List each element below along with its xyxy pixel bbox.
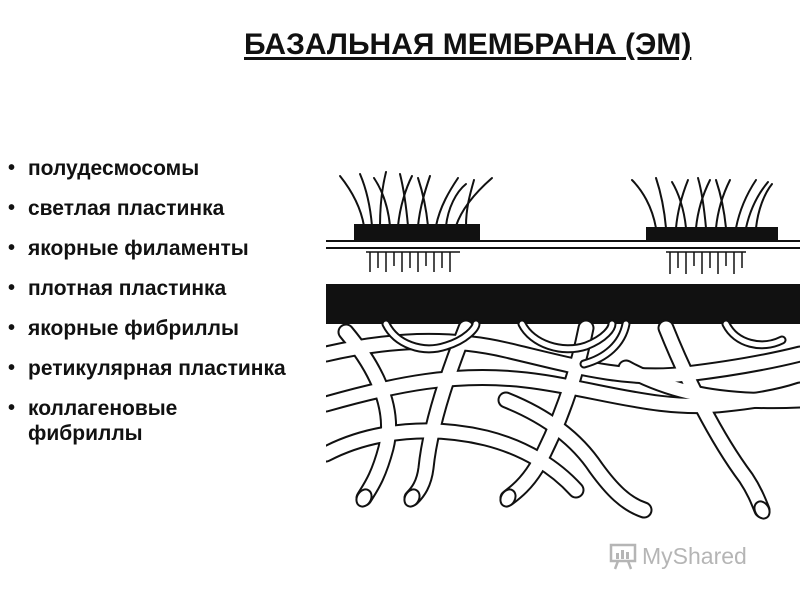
hemidesmosome-left bbox=[339, 171, 493, 272]
basement-membrane-diagram bbox=[326, 168, 800, 540]
bullet-icon: • bbox=[8, 277, 16, 299]
legend-item-hemidesmosomes: • полудесмосомы bbox=[6, 156, 346, 181]
bullet-icon: • bbox=[8, 317, 16, 339]
legend-item-lamina-lucida: • светлая пластинка bbox=[6, 196, 346, 221]
legend-label: якорные фибриллы bbox=[28, 317, 239, 340]
slide-title: БАЗАЛЬНАЯ МЕМБРАНА (ЭМ) bbox=[244, 28, 692, 61]
bullet-icon: • bbox=[8, 197, 16, 219]
anchoring-fibrils bbox=[381, 319, 787, 369]
collagen-fibrils bbox=[326, 319, 800, 519]
bullet-icon: • bbox=[8, 357, 16, 379]
legend-item-anchoring-fibrils: • якорные фибриллы bbox=[6, 316, 346, 341]
presentation-board-icon bbox=[609, 543, 637, 570]
legend-label: полудесмосомы bbox=[28, 157, 200, 180]
legend-item-anchoring-filaments: • якорные филаменты bbox=[6, 236, 346, 261]
lamina-densa-band bbox=[326, 284, 800, 324]
tonofilaments-right bbox=[631, 177, 773, 229]
hemidesmosome-right bbox=[631, 177, 778, 274]
attachment-plaque-right bbox=[646, 227, 778, 241]
legend-item-collagen-fibrils: • коллагеновые фибриллы bbox=[6, 396, 248, 446]
legend-item-reticular-lamina: • ретикулярная пластинка bbox=[6, 356, 346, 381]
legend-label: плотная пластинка bbox=[28, 277, 227, 300]
legend-label: якорные филаменты bbox=[28, 237, 249, 260]
bullet-icon: • bbox=[8, 397, 16, 419]
fibril-cut-ends bbox=[355, 488, 771, 520]
subbasal-dense-plate-right bbox=[666, 251, 746, 274]
subbasal-dense-plate-left bbox=[366, 251, 460, 272]
legend-label: светлая пластинка bbox=[28, 197, 225, 220]
legend-label: коллагеновые фибриллы bbox=[28, 397, 178, 445]
legend-label: ретикулярная пластинка bbox=[28, 357, 286, 380]
watermark-text: MyShared bbox=[642, 542, 747, 569]
attachment-plaque-left bbox=[354, 224, 480, 241]
bullet-icon: • bbox=[8, 157, 16, 179]
legend-item-lamina-densa: • плотная пластинка bbox=[6, 276, 346, 301]
tonofilaments-left bbox=[339, 171, 493, 227]
watermark: MyShared bbox=[608, 540, 747, 572]
legend-list: • полудесмосомы • светлая пластинка • якорн… bbox=[6, 156, 346, 461]
bullet-icon: • bbox=[8, 237, 16, 259]
